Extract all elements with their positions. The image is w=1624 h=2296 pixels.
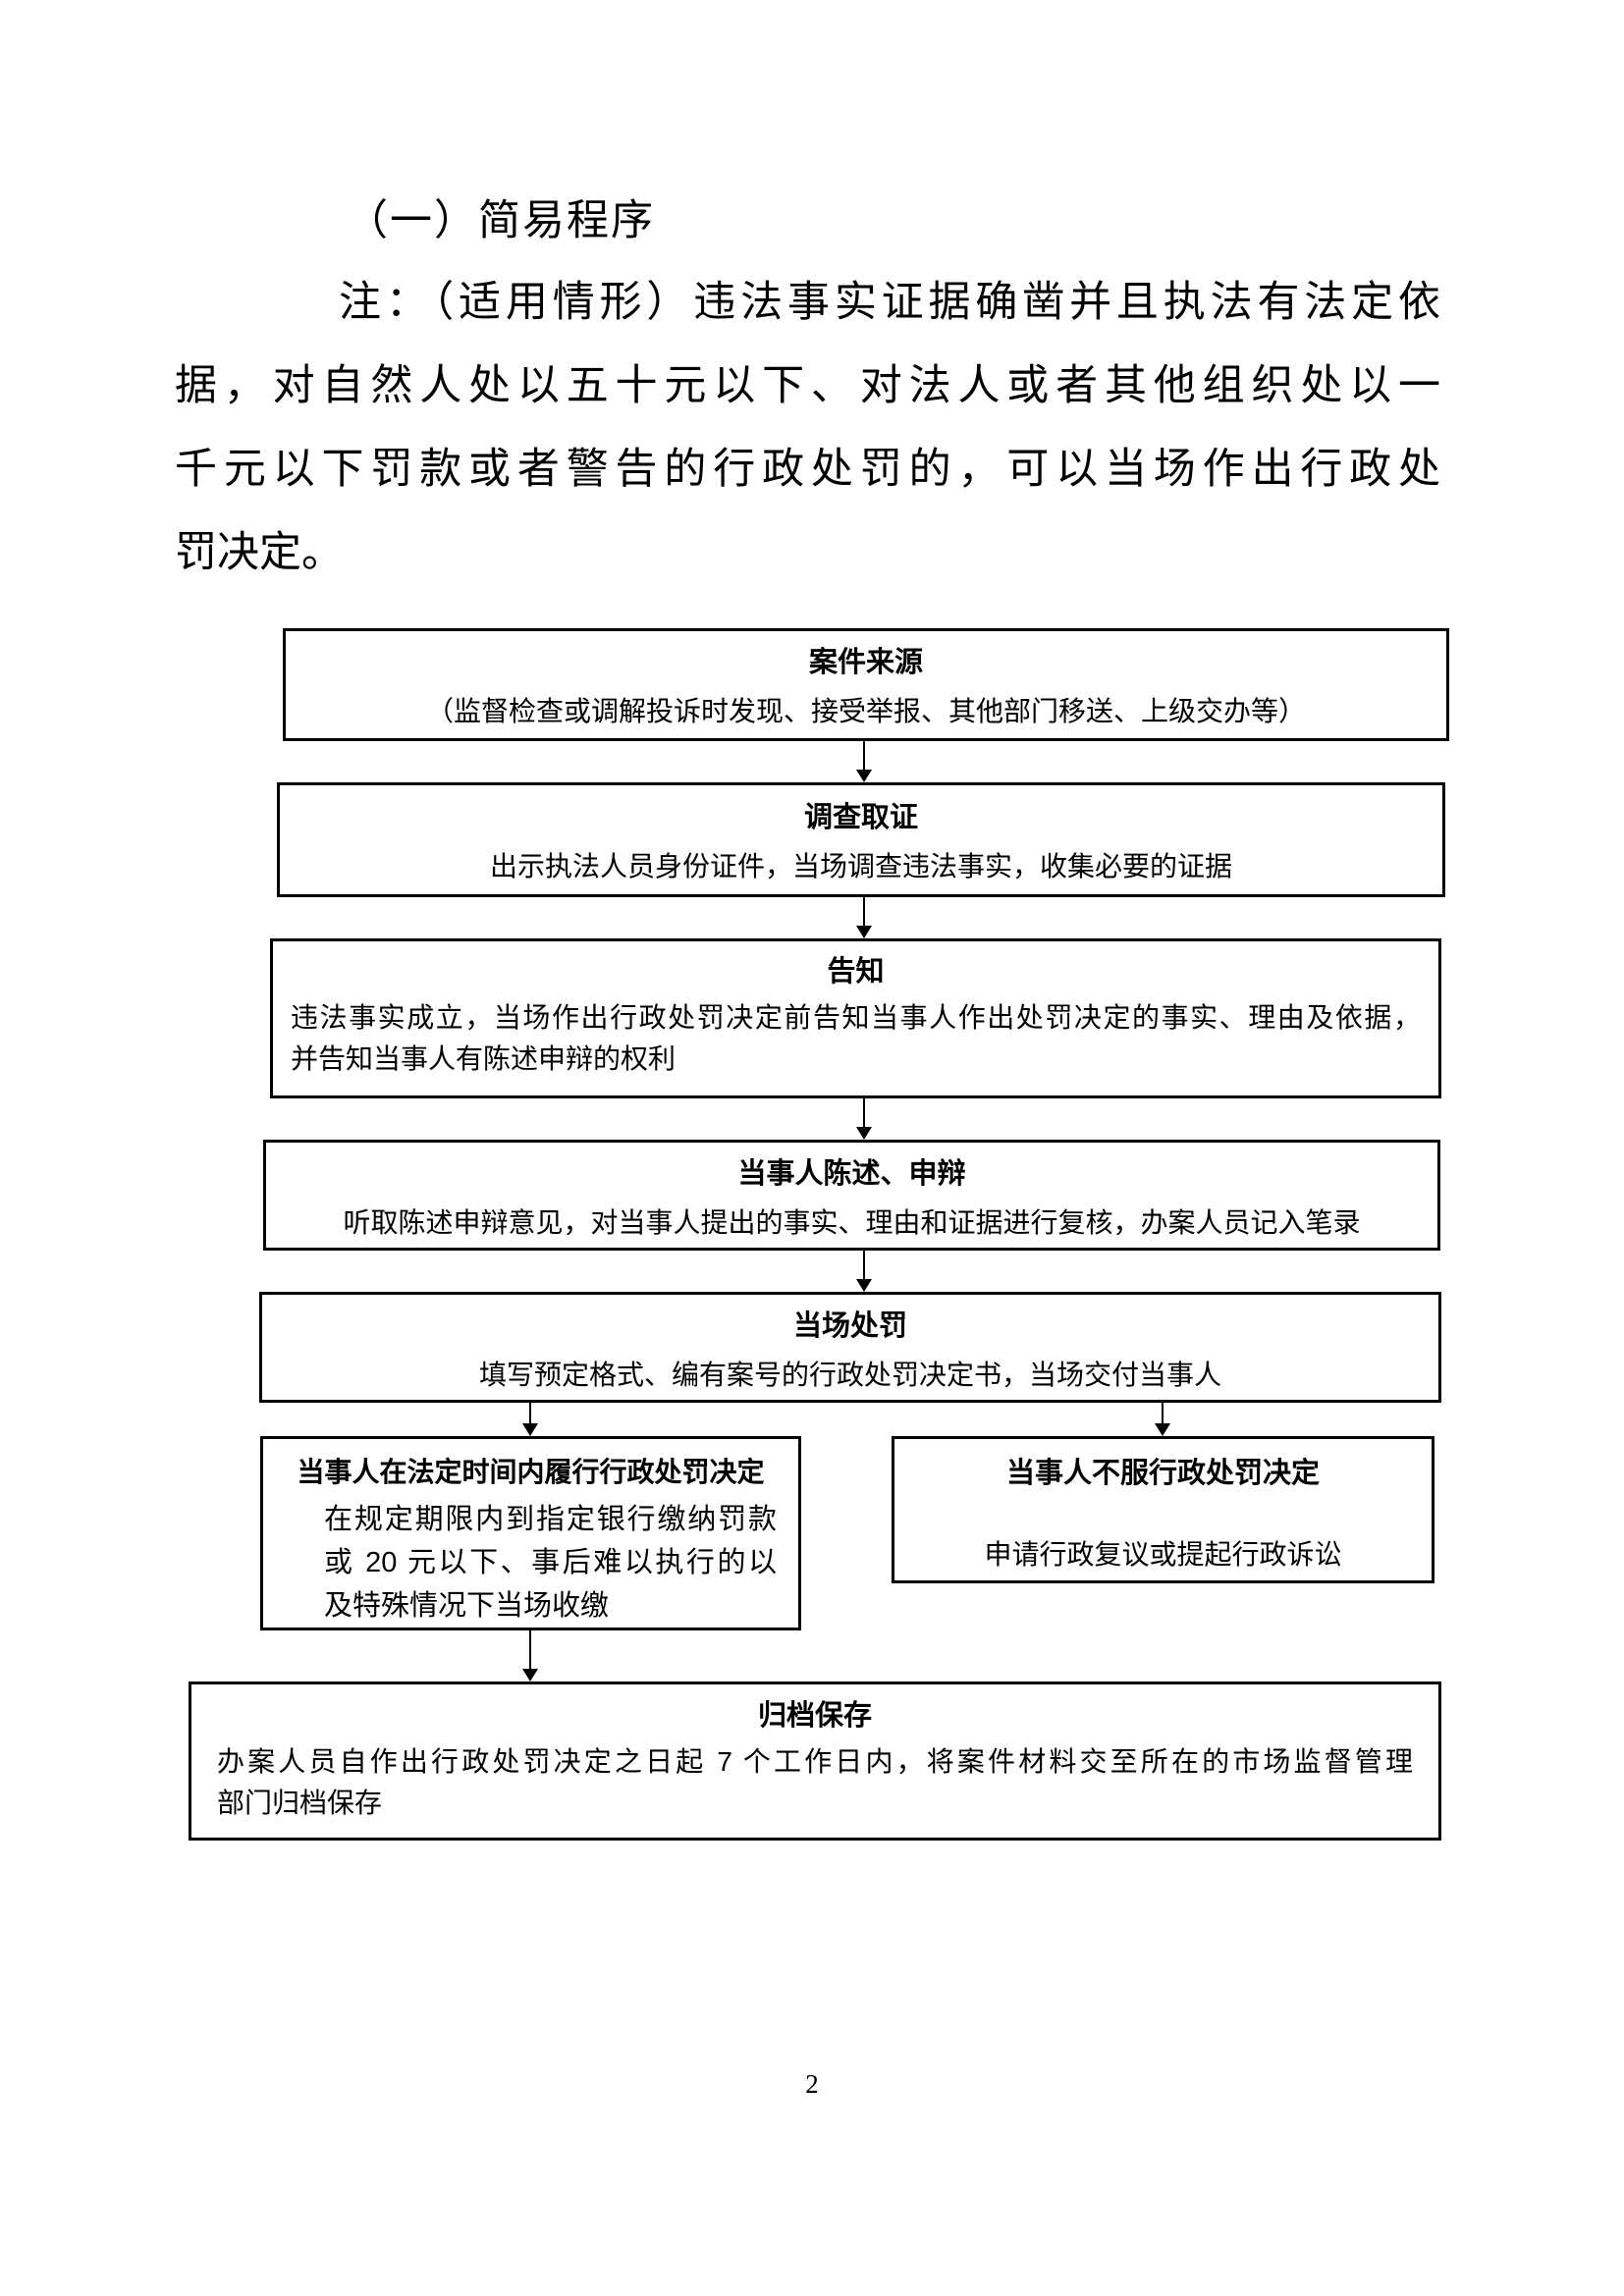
flow-arrow-7 — [522, 1630, 538, 1682]
flow-box-body-line: 部门归档保存 — [217, 1788, 383, 1819]
flow-box-title: 当场处罚 — [792, 1310, 907, 1342]
flow-arrow-6 — [1155, 1403, 1170, 1436]
flow-arrow-2 — [856, 897, 872, 938]
flow-box-title: 当事人在法定时间内履行行政处罚决定 — [297, 1457, 765, 1487]
flow-arrow-5 — [522, 1403, 538, 1436]
flow-box-title: 当事人陈述、申辩 — [737, 1158, 966, 1190]
flow-box-investigation: 调查取证 出示执法人员身份证件，当场调查违法事实，收集必要的证据 — [277, 782, 1445, 897]
note-line-3: 千元以下罚款或者警告的行政处罚的，可以当场作出行政处 — [175, 447, 1440, 493]
arrow-head-icon — [856, 1127, 872, 1140]
flow-arrow-1 — [856, 741, 872, 782]
arrow-head-icon — [1155, 1423, 1170, 1436]
flow-box-subtitle: 填写预定格式、编有案号的行政处罚决定书，当场交付当事人 — [478, 1359, 1221, 1390]
flow-box-title: 当事人不服行政处罚决定 — [1005, 1458, 1320, 1489]
flow-box-body-line: 违法事实成立，当场作出行政处罚决定前告知当事人作出处罚决定的事实、理由及依据， — [291, 1001, 1421, 1033]
flow-box-body-line: 或 20 元以下、事后难以执行的以 — [324, 1547, 777, 1579]
section-heading: （一）简易程序 — [346, 198, 655, 244]
note-line-4: 罚决定。 — [175, 530, 344, 576]
flow-box-body-line: 办案人员自作出行政处罚决定之日起 7 个工作日内，将案件材料交至所在的市场监督管… — [217, 1745, 1413, 1777]
flow-box-title: 调查取证 — [803, 802, 918, 833]
flow-box-body-line: 及特殊情况下当场收缴 — [324, 1590, 610, 1623]
flow-box-subtitle: 出示执法人员身份证件，当场调查违法事实，收集必要的证据 — [489, 850, 1232, 881]
arrow-head-icon — [522, 1669, 538, 1682]
flow-box-title: 归档保存 — [757, 1700, 872, 1732]
flow-box-notification: 告知 违法事实成立，当场作出行政处罚决定前告知当事人作出处罚决定的事实、理由及依… — [270, 938, 1441, 1098]
flow-box-title: 案件来源 — [808, 647, 923, 678]
flow-box-subtitle: 申请行政复议或提起行政诉讼 — [984, 1538, 1342, 1570]
flow-box-body-line: 并告知当事人有陈述申辩的权利 — [291, 1043, 677, 1075]
flow-arrow-4 — [856, 1251, 872, 1292]
flow-box-objection: 当事人不服行政处罚决定 申请行政复议或提起行政诉讼 — [892, 1436, 1435, 1583]
flow-box-statement: 当事人陈述、申辩 听取陈述申辩意见，对当事人提出的事实、理由和证据进行复核，办案… — [263, 1140, 1440, 1251]
arrow-head-icon — [856, 1279, 872, 1292]
note-line-1: 注：（适用情形）违法事实证据确凿并且执法有法定依 — [339, 280, 1440, 326]
arrow-head-icon — [856, 926, 872, 938]
flow-box-onsite-penalty: 当场处罚 填写预定格式、编有案号的行政处罚决定书，当场交付当事人 — [259, 1292, 1441, 1403]
arrow-head-icon — [522, 1423, 538, 1436]
flow-box-subtitle: （监督检查或调解投诉时发现、接受举报、其他部门移送、上级交办等） — [425, 695, 1306, 726]
flow-box-compliance: 当事人在法定时间内履行行政处罚决定 在规定期限内到指定银行缴纳罚款 或 20 元… — [260, 1436, 801, 1630]
flow-box-title: 告知 — [827, 956, 885, 988]
flow-box-archive: 归档保存 办案人员自作出行政处罚决定之日起 7 个工作日内，将案件材料交至所在的… — [189, 1682, 1441, 1841]
flow-box-case-source: 案件来源 （监督检查或调解投诉时发现、接受举报、其他部门移送、上级交办等） — [283, 628, 1449, 741]
flow-box-subtitle: 听取陈述申辩意见，对当事人提出的事实、理由和证据进行复核，办案人员记入笔录 — [343, 1206, 1361, 1238]
arrow-head-icon — [856, 770, 872, 782]
note-line-2: 据，对自然人处以五十元以下、对法人或者其他组织处以一 — [175, 363, 1440, 409]
flow-arrow-3 — [856, 1098, 872, 1140]
flow-box-body-line: 在规定期限内到指定银行缴纳罚款 — [324, 1504, 777, 1536]
page-number: 2 — [805, 2069, 819, 2099]
